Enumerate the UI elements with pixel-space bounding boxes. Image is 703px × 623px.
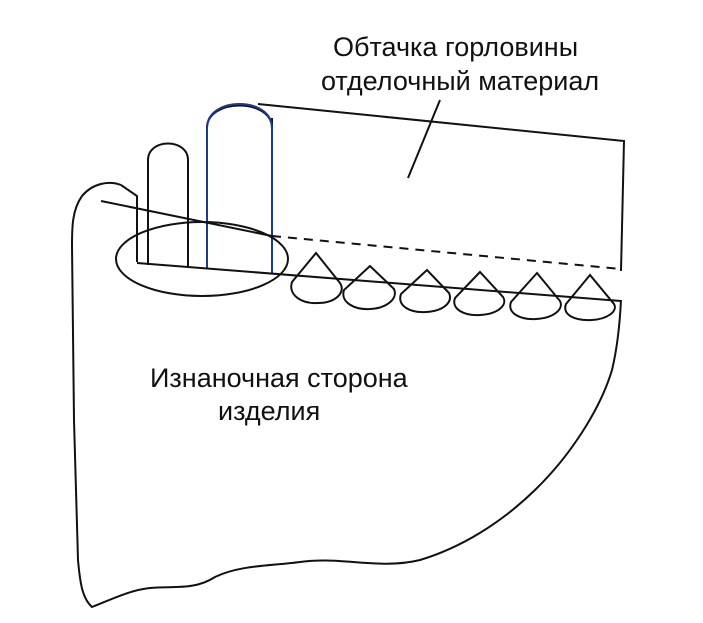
notch-mark-1 (290, 251, 343, 305)
notch-marks (290, 251, 616, 322)
facing-label-leader (407, 99, 441, 179)
notch-mark-4 (453, 270, 506, 317)
seam-diagonal-line (100, 200, 273, 237)
seam-base-line (136, 262, 622, 302)
seam-allowance-loop (147, 142, 189, 266)
facing-label-line2: отделочный материал (321, 66, 599, 96)
facing-label-line1: Обтачка горловины (333, 32, 578, 62)
facing-stitch-line (206, 103, 273, 274)
facing-panel-outline (257, 103, 626, 272)
wrong-side-label-line1: Изнаночная сторона (150, 363, 409, 393)
seam-callout-ellipse (115, 221, 289, 297)
dashed-stitch-line (271, 235, 622, 270)
wrong-side-label-line2: изделия (218, 396, 320, 426)
notch-mark-6 (564, 273, 616, 322)
notch-mark-5 (509, 271, 562, 321)
notch-mark-3 (399, 268, 451, 314)
garment-top-fold (120, 184, 138, 262)
notch-mark-2 (342, 264, 396, 311)
facing-tall-fold (206, 104, 273, 268)
garment-body-outline (70, 181, 622, 609)
